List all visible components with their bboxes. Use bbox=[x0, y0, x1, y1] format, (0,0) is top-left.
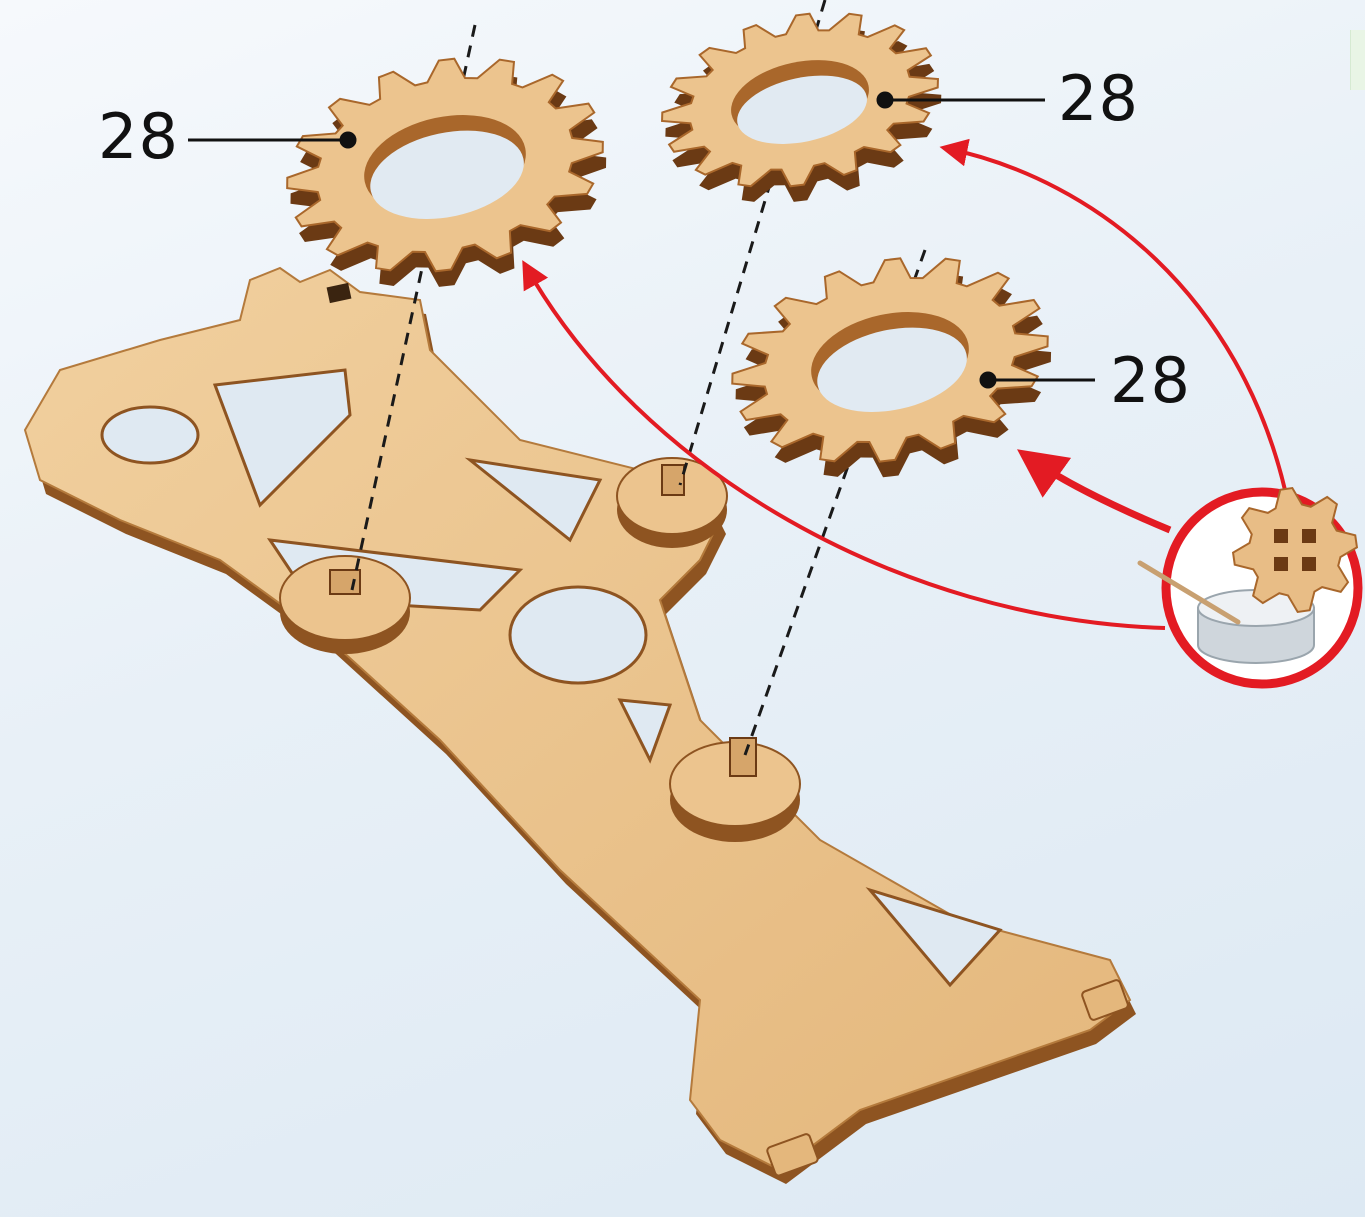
small-gear-slot bbox=[1274, 557, 1288, 571]
small-gear-slot bbox=[1302, 529, 1316, 543]
small-gear-slot bbox=[1302, 557, 1316, 571]
callout-label-middle: 28 bbox=[1110, 350, 1191, 412]
arrow-to-middle-gear bbox=[1025, 455, 1170, 530]
corner-tab bbox=[1350, 30, 1365, 90]
small-gear-slot bbox=[1274, 529, 1288, 543]
hub-left bbox=[280, 556, 410, 654]
gear-28-left bbox=[268, 31, 626, 315]
gear-28-middle bbox=[714, 230, 1070, 505]
gear-28-top bbox=[646, 0, 957, 226]
hub-lower bbox=[670, 738, 800, 842]
callout-label-left: 28 bbox=[98, 106, 179, 168]
callout-label-top: 28 bbox=[1058, 68, 1139, 130]
glue-gear-detail-icon bbox=[1140, 472, 1365, 684]
